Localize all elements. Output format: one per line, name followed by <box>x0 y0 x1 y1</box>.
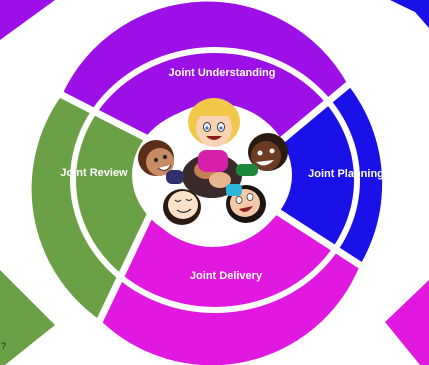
segment-joint-review <box>31 95 150 320</box>
label-joint-planning: Joint Planning <box>308 168 384 180</box>
label-joint-understanding: Joint Understanding <box>169 67 276 79</box>
corner-fragment-bottom-right <box>385 280 429 365</box>
corner-fragment-top-left <box>0 0 55 40</box>
ring-segments <box>31 1 383 365</box>
label-joint-delivery: Joint Delivery <box>190 270 263 282</box>
corner-fragment-text: ? <box>1 341 6 351</box>
segment-separators <box>58 81 364 324</box>
label-joint-review: Joint Review <box>60 167 128 179</box>
children-huddle-illustration <box>138 98 288 225</box>
segment-joint-understanding <box>62 1 348 141</box>
segment-joint-planning <box>278 85 383 265</box>
segment-joint-delivery <box>100 212 360 365</box>
inner-ring-gap <box>70 47 360 313</box>
corner-fragment-bottom-left <box>0 270 55 365</box>
corner-fragment-top-right <box>390 0 429 28</box>
